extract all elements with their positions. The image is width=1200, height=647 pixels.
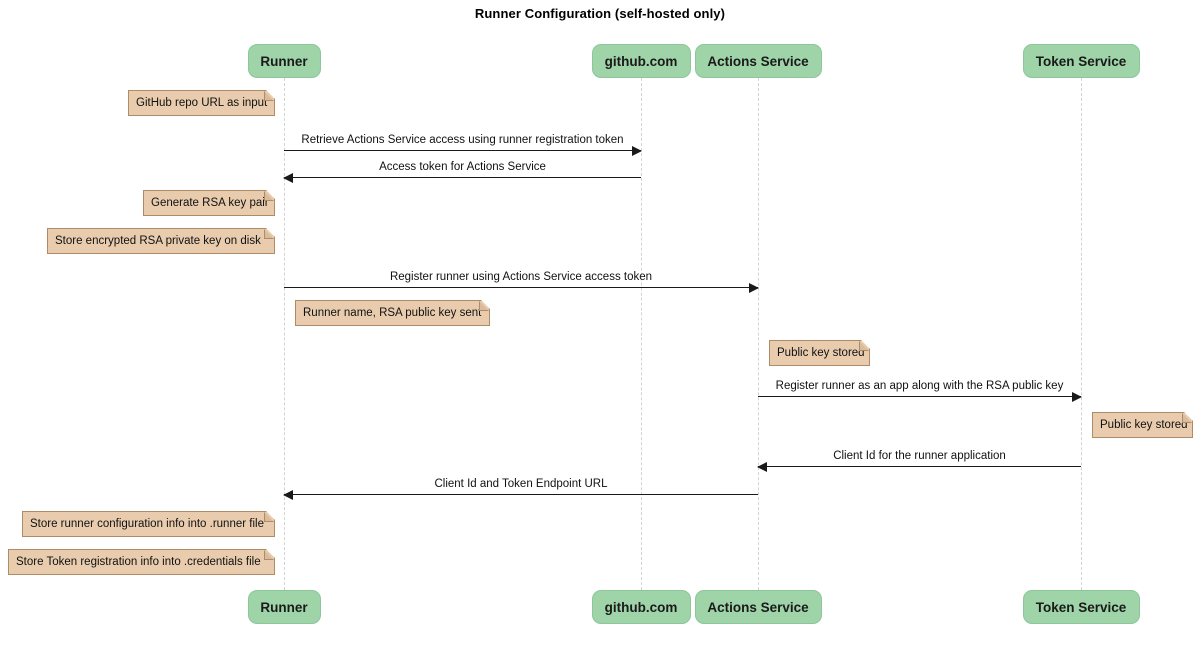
participant-label: github.com	[604, 599, 678, 615]
arrowhead-right-icon	[749, 282, 759, 293]
msg-client-id: Client Id for the runner application	[757, 450, 1081, 472]
arrowhead-left-icon	[283, 489, 293, 500]
participant-label: Token Service	[1035, 53, 1127, 69]
note-fold-corner-icon	[859, 341, 869, 351]
participant-label: Token Service	[1035, 599, 1127, 615]
note-fold-corner-icon	[264, 191, 274, 201]
lifeline-github	[641, 78, 642, 590]
participant-label: Actions Service	[707, 599, 809, 615]
msg-client-id-endpoint-label: Client Id and Token Endpoint URL	[434, 478, 608, 490]
note-label: Generate RSA key pair	[151, 197, 269, 209]
note-fold-corner-icon	[1182, 413, 1192, 423]
participant-label: Runner	[260, 599, 308, 615]
note-public-key-stored-actions: Public key stored	[769, 340, 870, 366]
page-title: Runner Configuration (self-hosted only)	[474, 6, 726, 21]
note-fold-corner-icon	[264, 91, 274, 101]
participant-label: Runner	[260, 53, 308, 69]
arrowhead-right-icon	[632, 145, 642, 156]
note-fold-corner-icon	[264, 229, 274, 239]
participant-label: Actions Service	[707, 53, 809, 69]
msg-register-app-label: Register runner as an app along with the…	[775, 380, 1064, 392]
note-store-token-registration: Store Token registration info into .cred…	[8, 549, 275, 575]
msg-register-app: Register runner as an app along with the…	[758, 380, 1082, 402]
lifeline-actions	[758, 78, 759, 590]
note-public-key-stored-token: Public key stored	[1092, 412, 1193, 438]
participant-runner-bottom[interactable]: Runner	[247, 590, 321, 624]
arrowhead-left-icon	[283, 172, 293, 183]
arrowhead-left-icon	[757, 461, 767, 472]
msg-client-id-endpoint: Client Id and Token Endpoint URL	[283, 478, 758, 500]
lifeline-runner	[284, 78, 285, 590]
participant-label: github.com	[604, 53, 678, 69]
note-label: Store encrypted RSA private key on disk	[55, 235, 261, 247]
note-label: Public key stored	[777, 347, 865, 359]
note-fold-corner-icon	[264, 512, 274, 522]
msg-access-token-label: Access token for Actions Service	[379, 161, 546, 173]
participant-actions-bottom[interactable]: Actions Service	[694, 590, 822, 624]
note-store-private-key: Store encrypted RSA private key on disk	[47, 228, 275, 254]
participant-github-bottom[interactable]: github.com	[591, 590, 691, 624]
participant-token-bottom[interactable]: Token Service	[1022, 590, 1140, 624]
participant-token-top[interactable]: Token Service	[1022, 44, 1140, 78]
note-label: Public key stored	[1100, 419, 1188, 431]
msg-register-runner-label: Register runner using Actions Service ac…	[389, 271, 653, 283]
note-label: Store runner configuration info into .ru…	[30, 518, 264, 530]
participant-actions-top[interactable]: Actions Service	[694, 44, 822, 78]
msg-retrieve-access: Retrieve Actions Service access using ru…	[284, 134, 642, 156]
participant-runner-top[interactable]: Runner	[247, 44, 321, 78]
lifeline-token	[1081, 78, 1082, 590]
arrowhead-right-icon	[1072, 391, 1082, 402]
note-repo-url: GitHub repo URL as input	[128, 90, 275, 116]
note-generate-rsa: Generate RSA key pair	[143, 190, 275, 216]
note-label: Runner name, RSA public key sent	[303, 307, 482, 319]
note-label: Store Token registration info into .cred…	[16, 556, 261, 568]
note-label: GitHub repo URL as input	[136, 97, 268, 109]
note-store-runner-config: Store runner configuration info into .ru…	[22, 511, 275, 537]
participant-github-top[interactable]: github.com	[591, 44, 691, 78]
msg-register-runner: Register runner using Actions Service ac…	[284, 271, 759, 293]
msg-access-token: Access token for Actions Service	[283, 161, 641, 183]
msg-client-id-label: Client Id for the runner application	[833, 450, 1006, 462]
note-fold-corner-icon	[264, 550, 274, 560]
msg-retrieve-access-label: Retrieve Actions Service access using ru…	[301, 134, 624, 146]
note-runner-name-pubkey: Runner name, RSA public key sent	[295, 300, 490, 326]
note-fold-corner-icon	[479, 301, 489, 311]
